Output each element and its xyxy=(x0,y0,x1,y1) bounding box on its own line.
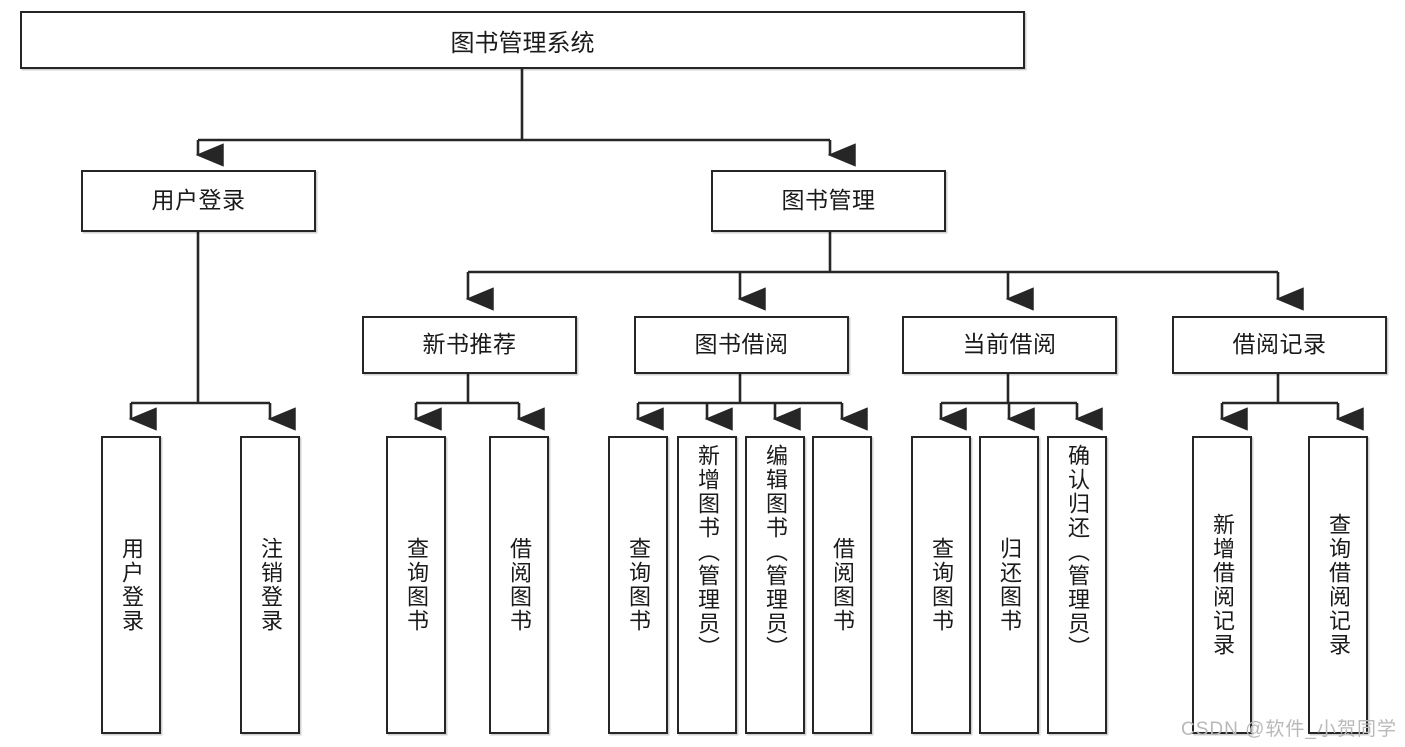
node-leaf-add-book-label: 新增图书（管理员） xyxy=(694,444,720,660)
node-leaf-borrow-book-1-label: 借阅图书 xyxy=(506,537,532,633)
leaf-text-wrap: 查询图书 xyxy=(610,438,666,732)
node-leaf-borrow-book-1[interactable]: 借阅图书 xyxy=(489,436,549,734)
watermark: CSDN @软件_小贺同学 xyxy=(1181,719,1397,740)
node-new-book-rec[interactable]: 新书推荐 xyxy=(362,316,577,374)
node-leaf-confirm-return-label: 确认归还（管理员） xyxy=(1064,444,1090,660)
node-book-borrow-label: 图书借阅 xyxy=(694,331,789,358)
leaf-text-wrap: 查询图书 xyxy=(913,438,969,732)
node-leaf-user-login-label: 用户登录 xyxy=(118,537,144,633)
node-leaf-edit-book[interactable]: 编辑图书（管理员） xyxy=(745,436,805,734)
leaf-text-wrap: 确认归还（管理员） xyxy=(1049,438,1105,732)
node-book-borrow[interactable]: 图书借阅 xyxy=(634,316,849,374)
node-leaf-edit-book-label: 编辑图书（管理员） xyxy=(762,444,788,660)
node-leaf-query-book-3[interactable]: 查询图书 xyxy=(911,436,971,734)
node-borrow-record[interactable]: 借阅记录 xyxy=(1172,316,1387,374)
node-leaf-query-book-2[interactable]: 查询图书 xyxy=(608,436,668,734)
node-current-borrow-label: 当前借阅 xyxy=(962,331,1057,358)
leaf-text-wrap: 归还图书 xyxy=(981,438,1037,732)
node-borrow-record-label: 借阅记录 xyxy=(1232,331,1327,358)
node-leaf-query-record-label: 查询借阅记录 xyxy=(1325,513,1351,657)
node-leaf-confirm-return[interactable]: 确认归还（管理员） xyxy=(1047,436,1107,734)
node-current-borrow[interactable]: 当前借阅 xyxy=(902,316,1117,374)
leaf-text-wrap: 查询借阅记录 xyxy=(1310,438,1366,732)
node-leaf-query-book-2-label: 查询图书 xyxy=(625,537,651,633)
node-user-login[interactable]: 用户登录 xyxy=(81,170,316,232)
node-leaf-add-book[interactable]: 新增图书（管理员） xyxy=(677,436,737,734)
node-leaf-borrow-book-2[interactable]: 借阅图书 xyxy=(812,436,872,734)
node-leaf-logout-label: 注销登录 xyxy=(257,537,283,633)
node-new-book-rec-label: 新书推荐 xyxy=(422,331,517,358)
node-user-login-label: 用户登录 xyxy=(151,187,246,214)
node-book-manage[interactable]: 图书管理 xyxy=(711,170,946,232)
node-book-manage-label: 图书管理 xyxy=(781,187,876,214)
leaf-text-wrap: 注销登录 xyxy=(242,438,298,732)
leaf-text-wrap: 查询图书 xyxy=(388,438,444,732)
node-leaf-borrow-book-2-label: 借阅图书 xyxy=(829,537,855,633)
node-leaf-add-record-label: 新增借阅记录 xyxy=(1209,513,1235,657)
node-root[interactable]: 图书管理系统 xyxy=(20,11,1025,69)
leaf-text-wrap: 新增借阅记录 xyxy=(1194,438,1250,732)
node-leaf-query-book-1[interactable]: 查询图书 xyxy=(386,436,446,734)
node-leaf-query-record[interactable]: 查询借阅记录 xyxy=(1308,436,1368,734)
node-leaf-user-login[interactable]: 用户登录 xyxy=(101,436,161,734)
node-leaf-query-book-1-label: 查询图书 xyxy=(403,537,429,633)
node-root-label: 图书管理系统 xyxy=(450,29,595,57)
leaf-text-wrap: 编辑图书（管理员） xyxy=(747,438,803,732)
leaf-text-wrap: 借阅图书 xyxy=(814,438,870,732)
leaf-text-wrap: 用户登录 xyxy=(103,438,159,732)
leaf-text-wrap: 新增图书（管理员） xyxy=(679,438,735,732)
node-leaf-return-book[interactable]: 归还图书 xyxy=(979,436,1039,734)
node-leaf-query-book-3-label: 查询图书 xyxy=(928,537,954,633)
leaf-text-wrap: 借阅图书 xyxy=(491,438,547,732)
node-leaf-return-book-label: 归还图书 xyxy=(996,537,1022,633)
node-leaf-add-record[interactable]: 新增借阅记录 xyxy=(1192,436,1252,734)
node-leaf-logout[interactable]: 注销登录 xyxy=(240,436,300,734)
